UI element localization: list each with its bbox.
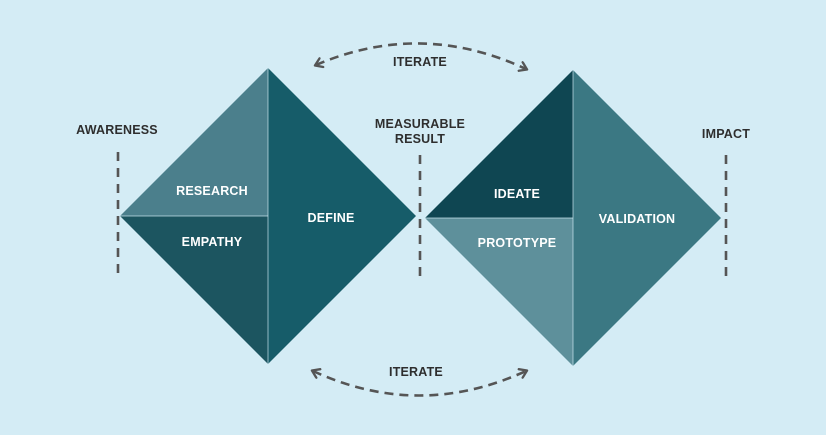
prototype-segment — [425, 218, 573, 366]
iterate-top-label: ITERATE — [393, 55, 447, 69]
define-label: DEFINE — [307, 211, 354, 225]
validation-label: VALIDATION — [599, 212, 676, 226]
empathy-segment — [120, 216, 268, 364]
impact-label: IMPACT — [702, 127, 750, 141]
left-diamond — [120, 68, 416, 364]
define-segment — [268, 68, 416, 364]
awareness-label: AWARENESS — [76, 123, 158, 137]
iterate-bottom-label: ITERATE — [389, 365, 443, 379]
ideate-segment — [425, 70, 573, 218]
research-segment — [120, 68, 268, 216]
iterate-top-arrow — [313, 42, 529, 72]
measurable-result-label-line1: MEASURABLE — [375, 117, 465, 131]
measurable-result-label-line2: RESULT — [395, 132, 445, 146]
validation-segment — [573, 70, 721, 366]
ideate-label: IDEATE — [494, 187, 540, 201]
research-label: RESEARCH — [176, 184, 248, 198]
prototype-label: PROTOTYPE — [478, 236, 557, 250]
empathy-label: EMPATHY — [182, 235, 243, 249]
right-diamond — [425, 70, 721, 366]
iterate-bottom-arrow — [310, 368, 529, 397]
